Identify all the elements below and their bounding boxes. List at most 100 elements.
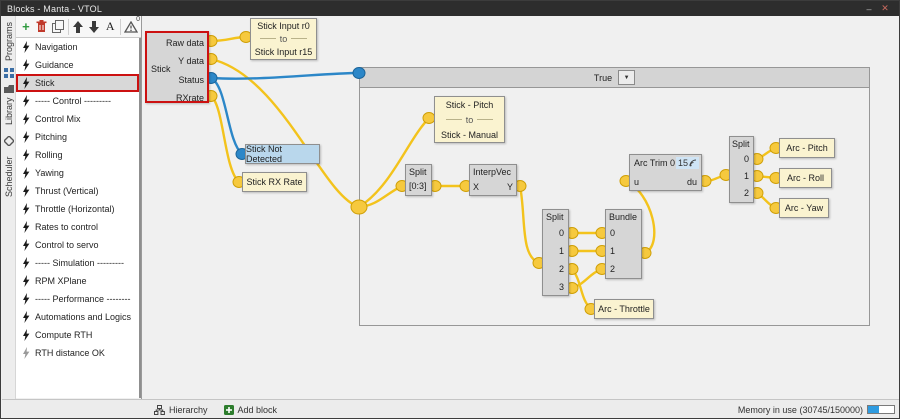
- toolbar-separator: [67, 18, 69, 35]
- condition-container-header: True ▼: [360, 68, 869, 88]
- block-title: Split: [546, 212, 564, 222]
- warnings-button[interactable]: 0: [124, 15, 140, 35]
- block-title: Bundle: [609, 212, 638, 222]
- condition-container[interactable]: True ▼: [359, 67, 870, 326]
- sidebar-item-pitching[interactable]: Pitching: [16, 128, 139, 146]
- range-separator: to: [279, 33, 288, 44]
- junction-port[interactable]: [350, 199, 368, 215]
- divider: [477, 119, 494, 120]
- block-split2[interactable]: Split 0 1 2 3: [542, 209, 569, 296]
- output-label: Raw data: [165, 38, 204, 48]
- wire: [210, 71, 360, 80]
- hierarchy-button[interactable]: Hierarchy: [154, 404, 208, 415]
- range-line1: Stick Input r0: [257, 20, 310, 31]
- block-stick-pitch-range[interactable]: Stick - Pitch to Stick - Manual: [434, 96, 505, 143]
- arrow-down-icon: [89, 20, 100, 33]
- lightning-icon: [23, 347, 30, 359]
- output-label: Y: [506, 182, 513, 192]
- warning-count: 0: [136, 15, 140, 23]
- block-arc-throttle[interactable]: Arc - Throttle: [594, 299, 654, 319]
- port-container-condition[interactable]: [352, 67, 366, 79]
- add-button[interactable]: +: [22, 19, 30, 34]
- plus-square-icon: [223, 404, 234, 415]
- output-label: Status: [178, 75, 204, 85]
- signal-icon: [689, 159, 697, 167]
- lightning-icon: [23, 41, 30, 53]
- minimize-button[interactable]: –: [866, 3, 872, 14]
- wire: [210, 76, 243, 155]
- block-arc-pitch[interactable]: Arc - Pitch: [779, 138, 835, 158]
- lightning-icon: [23, 239, 30, 251]
- output-label: RXrate: [175, 93, 204, 103]
- lightning-icon: [23, 293, 30, 305]
- block-arc-roll[interactable]: Arc - Roll: [779, 168, 832, 188]
- sidebar-item-navigation[interactable]: Navigation: [16, 38, 139, 56]
- sidebar-item-yawing[interactable]: Yawing: [16, 164, 139, 182]
- divider: [291, 38, 308, 39]
- sidebar-item-separator-simulation[interactable]: ----- Simulation ---------: [16, 254, 139, 272]
- title-bar: Blocks - Manta - VTOL – ✕: [1, 1, 899, 16]
- input-label: X: [473, 182, 480, 192]
- lightning-icon: [23, 329, 30, 341]
- divider: [445, 119, 462, 120]
- text-tool-button[interactable]: A: [105, 19, 115, 33]
- block-stick-rx-rate[interactable]: Stick RX Rate: [242, 172, 307, 192]
- sidebar-item-separator-control[interactable]: ----- Control ---------: [16, 92, 139, 110]
- block-arc-yaw[interactable]: Arc - Yaw: [779, 198, 829, 218]
- block-stick[interactable]: Stick Raw data Y data Status RXrate: [145, 31, 209, 103]
- input-label: 2: [610, 264, 616, 274]
- range-line2: Stick - Manual: [440, 129, 499, 140]
- output-label: 0: [558, 228, 564, 238]
- sidebar-item-rpm-xplane[interactable]: RPM XPlane: [16, 272, 139, 290]
- sidebar-item-rolling[interactable]: Rolling: [16, 146, 139, 164]
- block-stick-not-detected[interactable]: Stick Not Detected: [245, 144, 320, 164]
- lightning-icon: [23, 167, 30, 179]
- folder-icon: [4, 81, 15, 99]
- block-split1[interactable]: Split [0:3]: [405, 164, 432, 196]
- block-title: InterpVec: [473, 167, 512, 177]
- tab-programs[interactable]: Programs: [4, 21, 14, 61]
- lightning-icon: [23, 59, 30, 71]
- block-arc-trim[interactable]: Arc Trim 0 15 u du: [629, 154, 702, 191]
- tab-library[interactable]: Library: [4, 97, 14, 125]
- block-canvas[interactable]: True ▼: [141, 16, 899, 399]
- sidebar-item-thrust-vertical[interactable]: Thrust (Vertical): [16, 182, 139, 200]
- output-label: du: [686, 177, 697, 187]
- block-stick-input-range[interactable]: Stick Input r0 to Stick Input r15: [250, 18, 317, 60]
- delete-button[interactable]: [35, 19, 49, 35]
- block-label: Arc - Pitch: [786, 143, 828, 153]
- status-bar: Hierarchy Add block Memory in use (30745…: [2, 399, 899, 418]
- lightning-icon: [23, 77, 30, 89]
- condition-dropdown[interactable]: ▼: [618, 70, 636, 85]
- copy-icon: [51, 20, 64, 33]
- output-label: 0: [743, 154, 749, 164]
- sidebar-item-rth-distance-ok[interactable]: RTH distance OK: [16, 344, 139, 362]
- copy-button[interactable]: [51, 19, 65, 35]
- block-interpvec[interactable]: InterpVec X Y: [469, 164, 517, 196]
- output-label: 2: [558, 264, 564, 274]
- sidebar-item-control-mix[interactable]: Control Mix: [16, 110, 139, 128]
- sidebar-item-rates-to-control[interactable]: Rates to control: [16, 218, 139, 236]
- sidebar-item-stick[interactable]: Stick: [16, 74, 139, 92]
- move-up-button[interactable]: [72, 19, 86, 35]
- block-bundle[interactable]: Bundle 0 1 2: [605, 209, 642, 279]
- telemetry-badge[interactable]: 15: [675, 157, 699, 169]
- sidebar-item-control-to-servo[interactable]: Control to servo: [16, 236, 139, 254]
- block-title: Arc Trim 0: [634, 158, 676, 168]
- tab-scheduler[interactable]: Scheduler: [4, 156, 14, 197]
- block-split3[interactable]: Split 0 1 2: [729, 136, 754, 203]
- sidebar-item-guidance[interactable]: Guidance: [16, 56, 139, 74]
- lightning-icon: [23, 275, 30, 287]
- sidebar-item-throttle-horizontal[interactable]: Throttle (Horizontal): [16, 200, 139, 218]
- grid-icon: [4, 65, 14, 83]
- chevron-down-icon: ▼: [623, 74, 630, 81]
- close-button[interactable]: ✕: [881, 3, 889, 13]
- block-title: Split: [409, 167, 427, 177]
- sidebar-item-separator-performance[interactable]: ----- Performance --------: [16, 290, 139, 308]
- add-block-button[interactable]: Add block: [223, 404, 277, 415]
- sidebar-item-automations-and-logics[interactable]: Automations and Logics: [16, 308, 139, 326]
- sidebar-item-compute-rth[interactable]: Compute RTH: [16, 326, 139, 344]
- lightning-icon: [23, 149, 30, 161]
- move-down-button[interactable]: [87, 19, 101, 35]
